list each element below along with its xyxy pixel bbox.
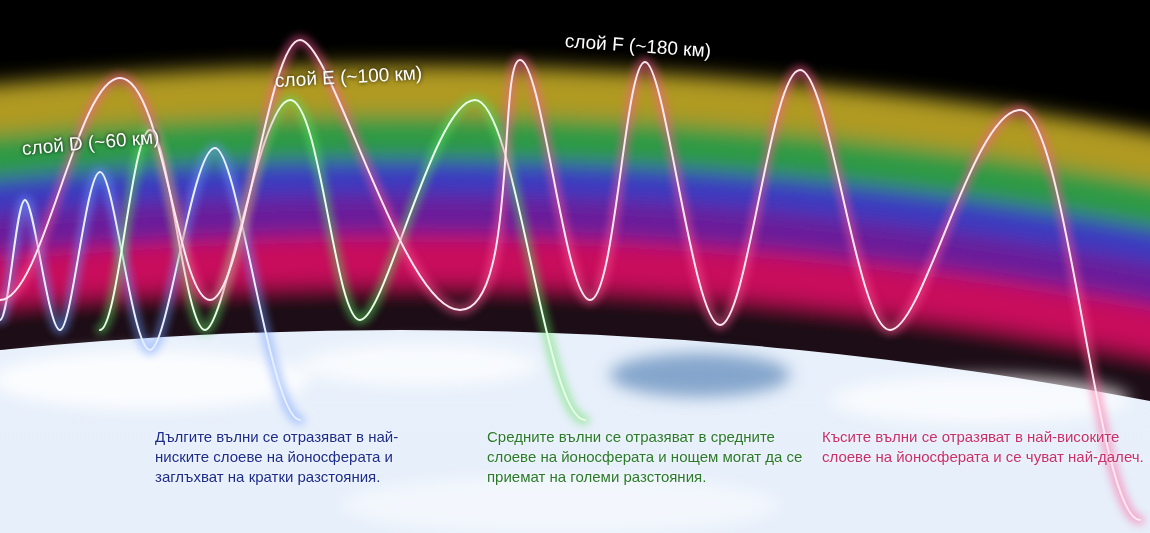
atmosphere-bands <box>0 65 1150 533</box>
wave-caption: Средните вълни се отразяват в средните с… <box>487 427 807 487</box>
wave-caption: Късите вълни се отразяват в най-високите… <box>822 427 1144 467</box>
medium-wave <box>100 100 585 420</box>
earth-surface <box>0 330 1150 533</box>
wave-caption: Дългите вълни се отразяват в най-ниските… <box>155 427 445 487</box>
